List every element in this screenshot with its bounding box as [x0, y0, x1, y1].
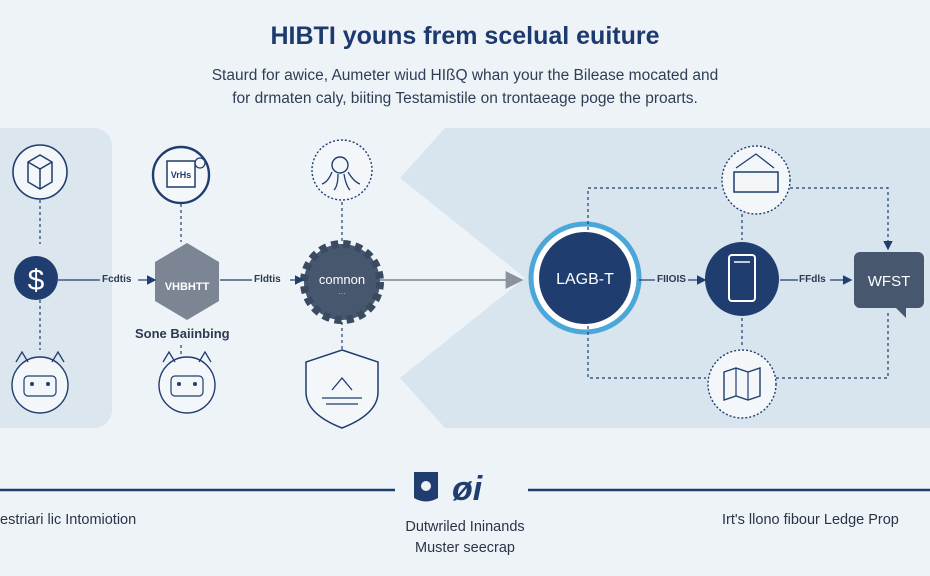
big-circle-node	[528, 221, 642, 335]
hexagon-label: VHBHTT	[165, 281, 210, 293]
page-subtitle: Staurd for awice, Aumeter wiud HIßQ whan…	[0, 64, 930, 110]
laptop-icon	[721, 145, 791, 215]
gear-sublabel: ···	[338, 289, 346, 298]
connector-label-left-1: Fcdtis	[102, 274, 132, 285]
footer-center-line-1: Dutwriled Ininands	[405, 519, 525, 535]
cat-badge-icon-left	[11, 350, 69, 414]
box-icon	[12, 144, 68, 200]
dollar-glyph: $	[28, 264, 45, 297]
feedback-loop	[587, 187, 893, 379]
hexagon-node	[155, 243, 219, 320]
right-panel	[400, 128, 930, 428]
gear-label: comnon	[319, 272, 365, 287]
document-badge-icon	[151, 145, 211, 205]
wfst-node	[854, 252, 924, 318]
octopus-icon	[311, 139, 373, 201]
footer-center-text: Dutwriled Ininands Muster seecrap	[365, 517, 565, 559]
hexagon-caption: Sone Baiinbing	[135, 326, 230, 341]
map-icon	[707, 349, 777, 419]
footer-left-text: estriari lic Intomiotion	[0, 512, 137, 528]
doc-badge-label: VrHs	[171, 170, 192, 180]
footer-right-text: Irt's llono fibour Ledge Prop	[722, 512, 899, 528]
wfst-label: WFST	[868, 273, 911, 290]
gear-icon	[300, 240, 384, 324]
phone-icon	[705, 242, 779, 316]
subtitle-line-1: Staurd for awice, Aumeter wiud HIßQ whan…	[211, 67, 719, 84]
big-circle-label: LAGB-T	[556, 271, 614, 288]
connector-label-right-2: FFdls	[799, 274, 826, 285]
dollar-icon	[14, 256, 58, 300]
connector-label-left-2: Fldtis	[254, 274, 281, 285]
footer-center-line-2: Muster seecrap	[415, 540, 515, 556]
cat-badge-icon-center	[158, 350, 216, 414]
subtitle-line-2: for drmaten caly, biiting Testamistile o…	[232, 90, 698, 107]
footer-logo-text: øi	[452, 470, 484, 508]
shield-icon	[305, 349, 379, 429]
connector-label-right-1: FIIOIS	[657, 274, 686, 285]
footer-logo	[414, 472, 438, 502]
page-title: HIBTI youns frem scelual euiture	[270, 22, 660, 50]
